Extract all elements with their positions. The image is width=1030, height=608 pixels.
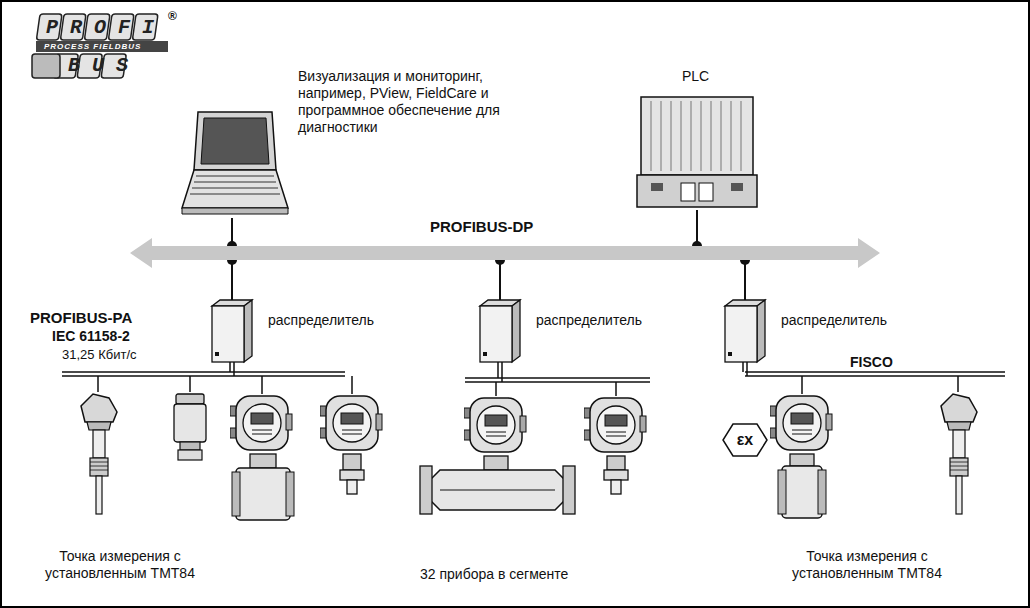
logo-graphic [32, 14, 168, 78]
laptop-node-graphic [180, 108, 290, 218]
plc-node: PLC [637, 95, 757, 210]
distributor-box-graphic [725, 300, 765, 362]
node-text: распределитель [268, 312, 374, 329]
node-text: Визуализация и мониторинг, например, PVi… [298, 68, 538, 136]
note-label: Точка измерения с установленным TMT84 [782, 548, 952, 582]
bus-band-graphic [130, 246, 880, 260]
logo-text: PROFI [46, 15, 166, 41]
bus-label: PROFIBUS-PA [30, 309, 132, 326]
registered-mark: ® [168, 8, 177, 25]
plc-node-graphic [637, 95, 757, 210]
distributor-box: распределитель [480, 300, 520, 362]
ex-symbol: εx [733, 430, 757, 450]
logo-text: BUS [68, 53, 140, 79]
distributor-box: распределитель [725, 300, 765, 362]
bus-connector [692, 210, 702, 251]
note-label: 32 прибора в сегменте [420, 566, 568, 583]
node-text: распределитель [781, 312, 887, 329]
logo-subtitle: PROCESS FIELDBUS [44, 41, 141, 52]
distributor-box: распределитель [212, 300, 252, 362]
node-text: PLC [682, 68, 709, 85]
node-text: распределитель [536, 312, 642, 329]
bus-connector [740, 255, 750, 300]
laptop-node: Визуализация и мониторинг, например, PVi… [180, 108, 290, 218]
node-text: PROFIBUS-DP [430, 218, 533, 235]
fisco-label: FISCO [850, 354, 893, 371]
speed-label: 31,25 Кбит/с [62, 346, 137, 363]
bus-band: PROFIBUS-DP [130, 246, 880, 260]
note-label: Точка измерения с установленным TMT84 [35, 548, 205, 582]
bus-connector [495, 255, 505, 300]
distributor-box-graphic [212, 300, 252, 362]
bus-connector [227, 255, 237, 300]
distributor-box-graphic [480, 300, 520, 362]
standard-label: IEC 61158-2 [52, 328, 130, 345]
